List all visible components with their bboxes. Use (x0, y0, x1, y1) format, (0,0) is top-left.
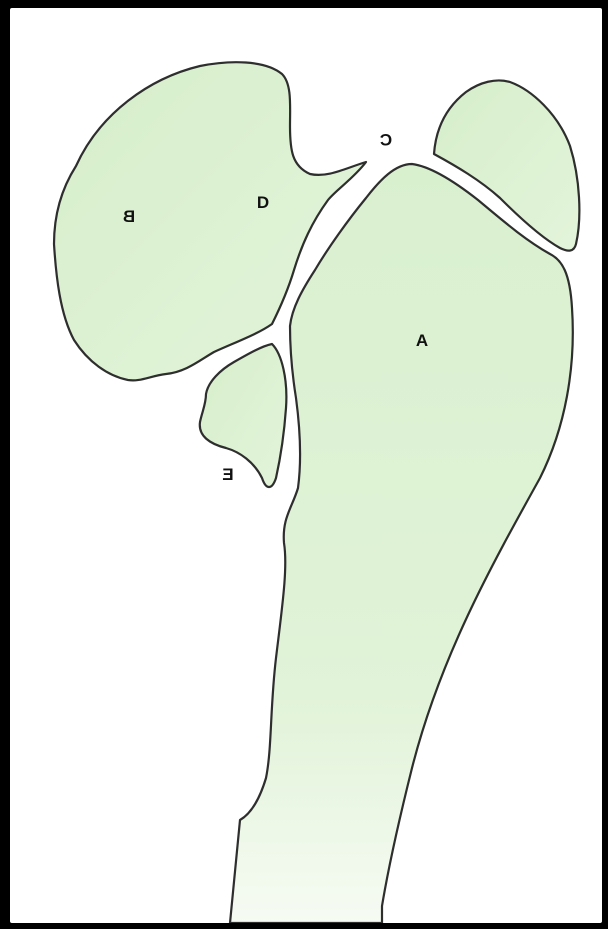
label-b: B (123, 207, 135, 226)
femur-fracture-diagram: A B C D E (10, 8, 602, 923)
label-c: C (380, 130, 392, 149)
figure-canvas: A B C D E (10, 8, 602, 923)
fragment-e-lesser-trochanter (200, 344, 287, 487)
label-a: A (416, 331, 428, 350)
label-d: D (257, 193, 269, 212)
label-e: E (222, 465, 233, 484)
